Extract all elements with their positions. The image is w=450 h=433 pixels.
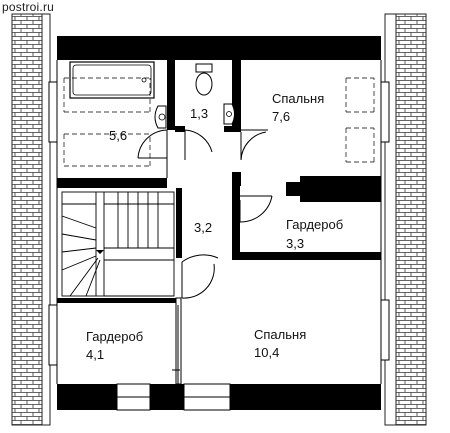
left-window-top (48, 81, 58, 143)
stair-arrow-icon (96, 250, 104, 254)
right-roof-edge (384, 13, 397, 426)
wc-area: 1,3 (190, 106, 208, 121)
top-wall (57, 36, 381, 60)
wall-wc-bottom-left (175, 126, 185, 132)
staircase (61, 191, 175, 297)
bottom-wall-right (230, 384, 381, 410)
hall-area: 3,2 (194, 220, 212, 235)
bedroom-bottom-area: 10,4 (254, 345, 279, 360)
bedroom-top-name: Спальня (272, 91, 324, 106)
toilet-tank (195, 63, 213, 73)
right-brick-wall (395, 13, 427, 426)
wall-bedroom-wardrobe (300, 176, 381, 202)
wall-bath-bottom (57, 178, 167, 188)
wall-hall-right (232, 186, 240, 260)
bathroom-area: 5,6 (109, 128, 127, 143)
wall-bath-wc (167, 60, 175, 130)
left-roof-edge (41, 13, 51, 426)
bedroom-roof-window-top (345, 77, 375, 113)
wardrobe-right-name: Гардероб (286, 217, 343, 232)
bedroom-top-area: 7,6 (272, 109, 290, 124)
wall-wc-bottom-right (224, 126, 241, 132)
door-wardrobe-right (239, 195, 273, 223)
door-bathroom (137, 129, 168, 178)
left-brick-wall (11, 13, 43, 426)
bottom-wall-left (57, 384, 117, 410)
wall-wc-bedroom (232, 60, 241, 130)
right-window-bottom (380, 299, 390, 361)
door-wc (184, 129, 213, 160)
bathroom-sink (154, 105, 167, 129)
wall-hall-right-top (232, 172, 241, 186)
wall-bedroom-wardrobe-stub (286, 182, 300, 196)
wall-stair-bottom (57, 298, 180, 303)
bottom-wall-mid (150, 384, 184, 410)
door-bedroom-top (240, 129, 268, 161)
bedroom-bottom-name: Спальня (254, 327, 306, 342)
door-bedroom-bottom (181, 254, 219, 299)
watermark: postroi.ru (2, 0, 55, 14)
bath-roof-window (63, 77, 151, 113)
wardrobe-left-area: 4,1 (86, 347, 104, 362)
wc-sink (223, 103, 235, 125)
left-window-bottom (48, 304, 58, 366)
wall-stair-right (176, 188, 182, 258)
right-window-top (380, 81, 390, 143)
bedroom-roof-window-bottom (345, 127, 375, 163)
wardrobe-left-name: Гардероб (86, 329, 143, 344)
wall-wardrobe-bottom (232, 252, 381, 260)
toilet-bowl (195, 72, 213, 96)
wardrobe-right-area: 3,3 (286, 236, 304, 251)
